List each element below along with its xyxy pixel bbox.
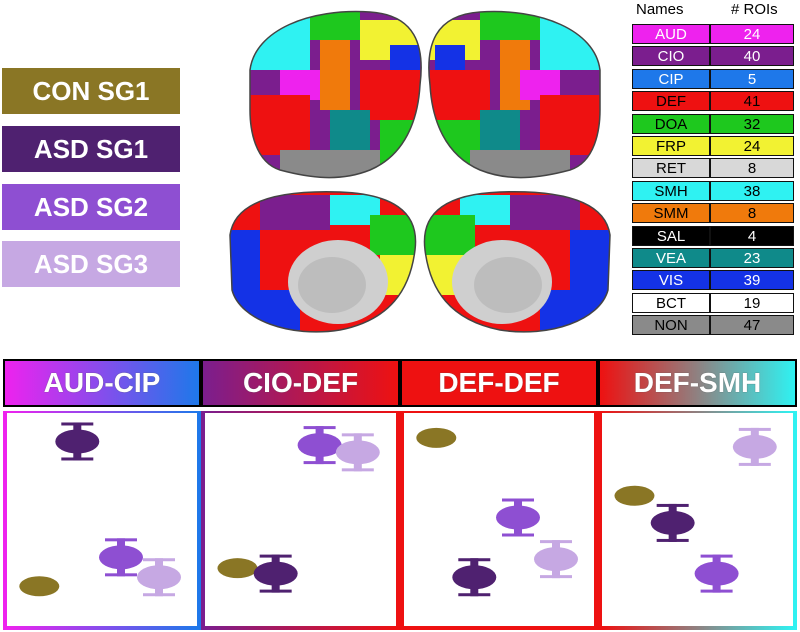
network-name: VIS xyxy=(632,270,710,291)
brain-surface-maps xyxy=(229,10,611,333)
group-asd-sg2: ASD SG2 xyxy=(2,184,180,230)
network-roi-count: 32 xyxy=(710,113,794,134)
table-header-names: Names xyxy=(636,1,684,18)
network-roi-count: 8 xyxy=(710,203,794,224)
group-asd-sg3: ASD SG3 xyxy=(2,241,180,287)
marker-asd-sg1 xyxy=(253,554,298,593)
network-name: BCT xyxy=(632,292,710,313)
panel-def-def xyxy=(400,411,598,630)
marker-con-sg1 xyxy=(614,485,655,506)
marker-con-sg1 xyxy=(19,576,60,597)
panel-plot xyxy=(217,426,380,593)
network-roi-count: 23 xyxy=(710,248,794,268)
marker-asd-sg3 xyxy=(335,433,380,472)
marker-asd-sg2 xyxy=(99,538,143,577)
network-roi-count: 4 xyxy=(710,225,794,246)
panel-header-cio-def: CIO-DEF xyxy=(201,359,400,407)
marker-asd-sg2 xyxy=(297,426,342,465)
network-name: AUD xyxy=(632,24,710,44)
network-name: SMH xyxy=(632,180,710,201)
panel-header-def-def: DEF-DEF xyxy=(400,359,598,407)
group-asd-sg1: ASD SG1 xyxy=(2,126,180,172)
network-roi-count: 38 xyxy=(710,180,794,201)
brain-medial-right xyxy=(424,191,610,332)
panel-def-smh xyxy=(598,411,797,630)
network-name: DEF xyxy=(632,91,710,112)
network-name: CIO xyxy=(632,46,710,67)
panel-header-aud-cip: AUD-CIP xyxy=(3,359,201,407)
network-roi-count: 8 xyxy=(710,158,794,179)
panel-plot xyxy=(614,427,777,593)
marker-con-sg1 xyxy=(416,427,457,448)
panel-header-def-smh: DEF-SMH xyxy=(598,359,797,407)
brain-lateral-left xyxy=(250,11,422,178)
network-name: VEA xyxy=(632,248,710,268)
marker-asd-sg2 xyxy=(694,554,739,593)
network-roi-count: 24 xyxy=(710,24,794,44)
panel-plot xyxy=(416,427,578,597)
network-roi-count: 41 xyxy=(710,91,794,112)
network-name: CIP xyxy=(632,68,710,89)
network-roi-count: 40 xyxy=(710,46,794,67)
network-name: NON xyxy=(632,315,710,336)
network-name: RET xyxy=(632,158,710,179)
marker-asd-sg3 xyxy=(534,540,578,579)
marker-asd-sg3 xyxy=(732,427,777,466)
group-con-sg1: CON SG1 xyxy=(2,68,180,114)
network-name: FRP xyxy=(632,136,710,156)
marker-asd-sg3 xyxy=(137,558,181,597)
marker-asd-sg1 xyxy=(452,558,497,597)
marker-asd-sg1 xyxy=(650,503,695,542)
marker-asd-sg2 xyxy=(496,498,540,537)
marker-con-sg1 xyxy=(217,558,258,579)
network-roi-count: 24 xyxy=(710,136,794,156)
brain-medial-left xyxy=(230,191,416,332)
network-roi-count: 39 xyxy=(710,270,794,291)
panel-aud-cip xyxy=(3,411,201,630)
network-roi-count: 19 xyxy=(710,292,794,313)
brain-lateral-right xyxy=(428,11,600,178)
network-roi-count: 47 xyxy=(710,315,794,336)
panel-cio-def xyxy=(201,411,400,630)
panel-plot xyxy=(19,422,181,597)
network-roi-count: 5 xyxy=(710,68,794,89)
marker-asd-sg1 xyxy=(55,422,100,461)
network-name: SMM xyxy=(632,203,710,224)
table-header-rois: # ROIs xyxy=(731,1,778,18)
network-name: DOA xyxy=(632,113,710,134)
network-name: SAL xyxy=(632,225,710,246)
